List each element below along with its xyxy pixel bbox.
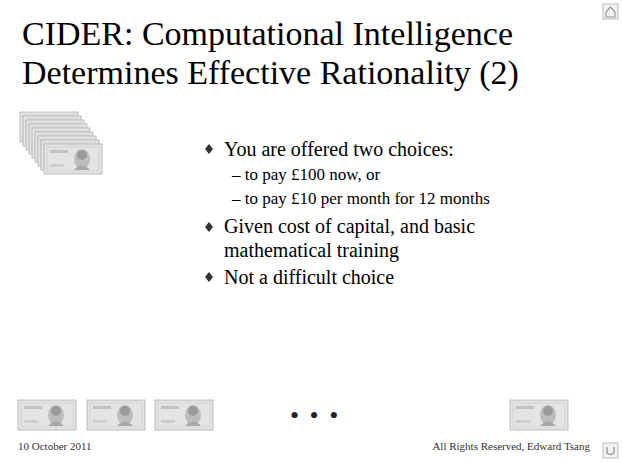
bullet-diamonds [205,144,213,282]
footer-date: 10 October 2011 [18,440,218,453]
banknote [510,400,568,430]
nav-icon [603,443,618,458]
ellipsis-dots: • • • [290,400,380,431]
bullet-text: Given cost of capital, and basic mathema… [224,214,554,262]
footer-copyright: All Rights Reserved, Edward Tsang [330,440,590,453]
banknote [87,400,145,430]
home-icon [603,4,618,19]
banknote [44,144,102,174]
sub-bullet-text: – to pay £100 now, or [232,165,592,185]
sub-bullet-text: – to pay £10 per month for 12 months [232,189,592,209]
banknote [155,400,213,430]
banknote-stack [20,112,102,174]
bullet-text: You are offered two choices: [224,137,594,161]
slide-title: CIDER: Computational Intelligence Determ… [22,14,582,92]
bullet-text: Not a difficult choice [224,265,594,289]
banknote [18,400,76,430]
